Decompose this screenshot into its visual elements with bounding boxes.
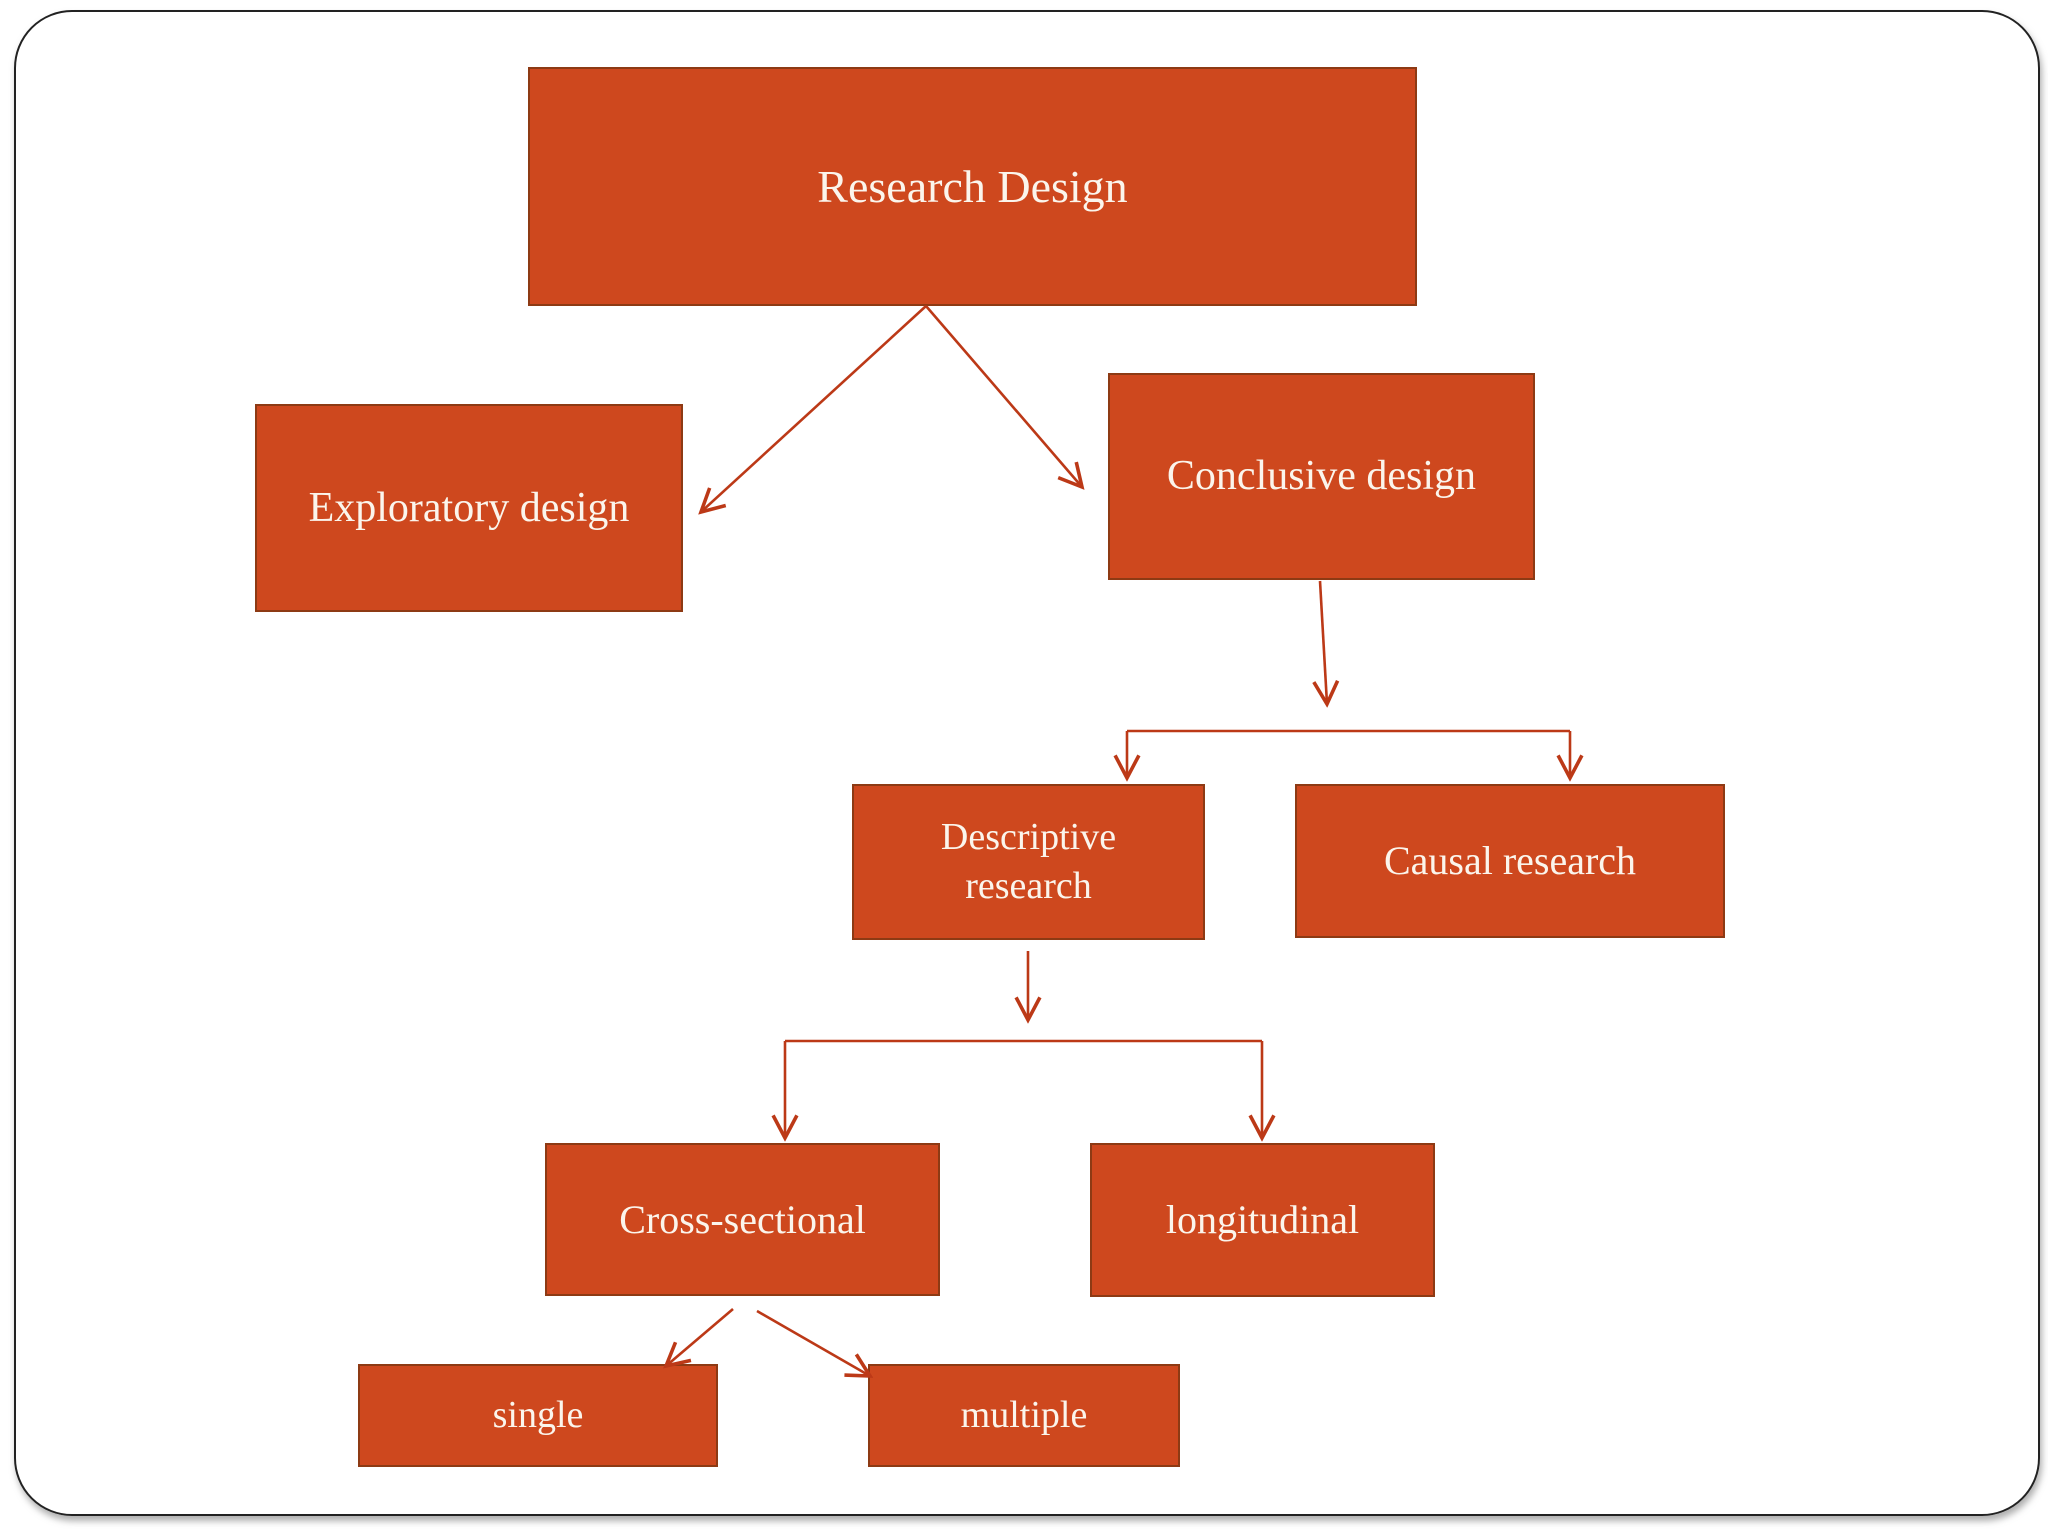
node-causal-research: Causal research: [1295, 784, 1725, 938]
node-multiple: multiple: [868, 1364, 1180, 1467]
node-research-design: Research Design: [528, 67, 1417, 306]
slide-rounded-border: [14, 10, 2040, 1516]
node-exploratory-design: Exploratory design: [255, 404, 683, 612]
node-longitudinal: longitudinal: [1090, 1143, 1435, 1297]
node-descriptive-research: Descriptive research: [852, 784, 1205, 940]
node-conclusive-design: Conclusive design: [1108, 373, 1535, 580]
node-single: single: [358, 1364, 718, 1467]
node-cross-sectional: Cross-sectional: [545, 1143, 940, 1296]
